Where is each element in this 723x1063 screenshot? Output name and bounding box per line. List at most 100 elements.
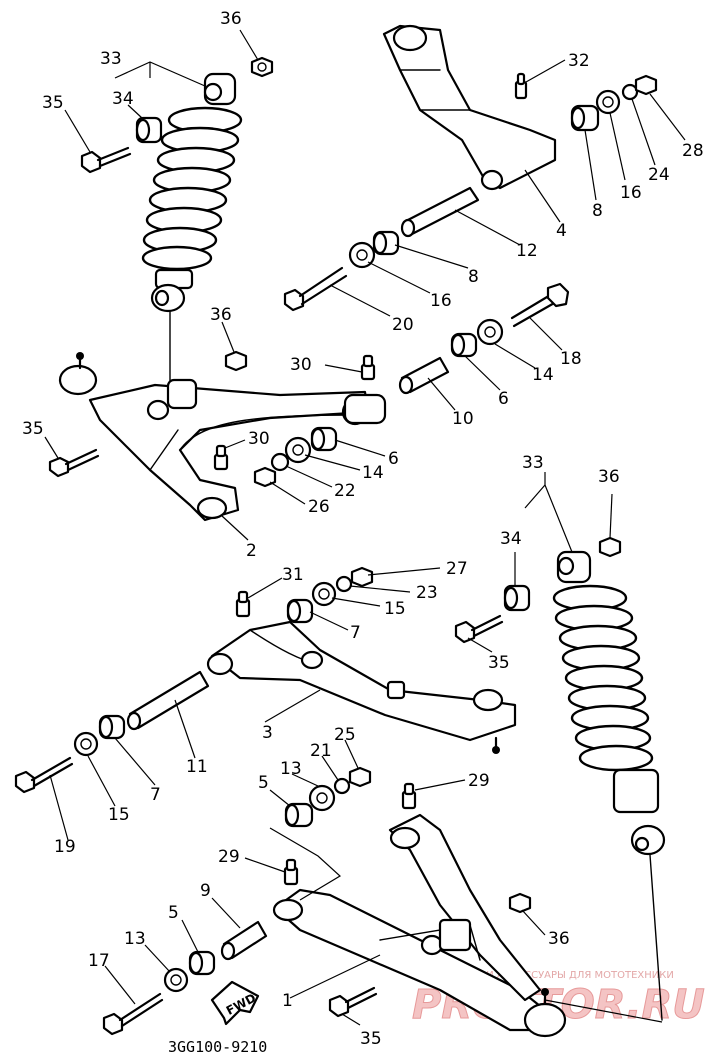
callout-9: 9 — [200, 881, 211, 901]
callout-24: 24 — [648, 165, 670, 185]
washer-23 — [335, 575, 353, 593]
bushing-6-lower — [310, 426, 338, 452]
bolt-35-mid — [48, 448, 100, 478]
leader-lines — [44, 29, 686, 1026]
callout-33: 33 — [100, 49, 122, 69]
callout-36: 36 — [548, 929, 570, 949]
ball-joint-lower — [523, 988, 567, 1038]
bushing-5-upper — [284, 802, 314, 828]
callout-10: 10 — [452, 409, 474, 429]
lower-arm-1 — [272, 813, 547, 1032]
callout-2: 2 — [246, 541, 257, 561]
callout-8: 8 — [592, 201, 603, 221]
callout-14: 14 — [532, 365, 554, 385]
callout-17: 17 — [88, 951, 110, 971]
callout-32: 32 — [568, 51, 590, 71]
nut-36-right — [598, 536, 622, 558]
callout-35: 35 — [22, 419, 44, 439]
seal-16-top — [595, 89, 621, 115]
callout-27: 27 — [446, 559, 468, 579]
bushing-7-lower — [98, 714, 126, 740]
callout-21: 21 — [310, 741, 332, 761]
collar-9 — [220, 920, 268, 961]
nut-36-upper-arm — [224, 350, 248, 372]
callout-23: 23 — [416, 583, 438, 603]
bushing-7-upper — [286, 598, 314, 624]
callout-36: 36 — [210, 305, 232, 325]
callout-11: 11 — [186, 757, 208, 777]
shock-absorber-right — [552, 550, 666, 1021]
diagram-code: 3GG100-9210 — [168, 1038, 267, 1056]
nut-25 — [348, 766, 372, 788]
callout-26: 26 — [308, 497, 330, 517]
callout-30: 30 — [290, 355, 312, 375]
callout-7: 7 — [350, 623, 361, 643]
seal-16-mid — [348, 241, 376, 269]
callout-5: 5 — [258, 773, 269, 793]
bushing-34-right — [503, 584, 531, 612]
bolt-19 — [14, 756, 74, 794]
collar-12 — [400, 186, 480, 238]
bushing-8-top — [570, 104, 600, 132]
callout-13: 13 — [124, 929, 146, 949]
nut-27 — [350, 566, 374, 588]
seal-15-upper — [311, 581, 337, 607]
bolt-35-right — [454, 614, 504, 644]
nut-26 — [253, 466, 277, 488]
callout-20: 20 — [392, 315, 414, 335]
bushing-34-upper — [135, 116, 163, 144]
collar-10 — [398, 356, 450, 395]
callout-15: 15 — [108, 805, 130, 825]
seal-13-lower — [163, 967, 189, 993]
grease-nipple-30-left — [213, 444, 229, 471]
callout-15: 15 — [384, 599, 406, 619]
callout-7: 7 — [150, 785, 161, 805]
callout-12: 12 — [516, 241, 538, 261]
callout-5: 5 — [168, 903, 179, 923]
callout-29: 29 — [468, 771, 490, 791]
callout-28: 28 — [682, 141, 704, 161]
washer-22 — [270, 452, 290, 472]
seal-15-lower — [73, 731, 99, 757]
bolt-18 — [510, 282, 570, 328]
callout-19: 19 — [54, 837, 76, 857]
seal-14-upper — [476, 318, 504, 346]
callout-16: 16 — [620, 183, 642, 203]
callout-16: 16 — [430, 291, 452, 311]
callout-33: 33 — [522, 453, 544, 473]
callout-4: 4 — [556, 221, 567, 241]
upper-arm-2 — [88, 378, 387, 522]
bracket-4 — [382, 24, 557, 191]
nut-36-lower — [508, 892, 532, 914]
callout-31: 31 — [282, 565, 304, 585]
grease-nipple-32 — [514, 72, 528, 100]
callout-18: 18 — [560, 349, 582, 369]
callout-34: 34 — [500, 529, 522, 549]
grease-nipple-29-lower — [283, 858, 299, 886]
callout-36: 36 — [220, 9, 242, 29]
callout-35: 35 — [42, 93, 64, 113]
callout-34: 34 — [112, 89, 134, 109]
grease-nipple-29-upper — [401, 782, 417, 810]
bushing-8-mid — [372, 230, 400, 256]
fwd-arrow: FWD — [210, 980, 260, 1026]
callout-14: 14 — [362, 463, 384, 483]
bolt-20 — [283, 266, 348, 312]
callout-labels: 36 33 34 35 32 8 16 24 28 4 12 8 16 20 1… — [22, 9, 704, 1049]
callout-1: 1 — [282, 991, 293, 1011]
washer-24 — [621, 83, 639, 101]
callout-36: 36 — [598, 467, 620, 487]
callout-25: 25 — [334, 725, 356, 745]
nut-28 — [634, 74, 658, 96]
seal-13-upper — [308, 784, 336, 812]
shock-absorber-upper-left — [141, 72, 243, 396]
bolt-17 — [102, 992, 164, 1036]
callout-35: 35 — [360, 1029, 382, 1049]
ball-joint-upper — [58, 352, 98, 396]
collar-11 — [126, 670, 210, 731]
bolt-35-upper — [80, 146, 132, 174]
callout-22: 22 — [334, 481, 356, 501]
bolt-35-lower — [328, 986, 378, 1018]
callout-8: 8 — [468, 267, 479, 287]
